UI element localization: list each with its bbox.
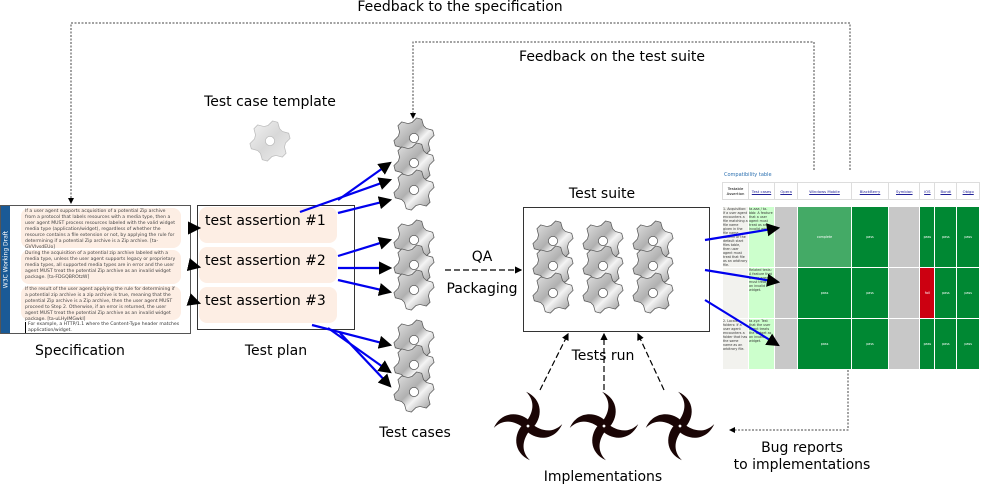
w3c-band-label: W3C Working Draft [2, 230, 10, 289]
compat-header[interactable]: Opera [773, 182, 799, 200]
feedback-spec-label: Feedback to the specification [357, 0, 562, 15]
result-cell: pass [919, 206, 936, 268]
assertion-cell [722, 267, 749, 319]
compat-header[interactable]: Symbian [888, 182, 921, 200]
result-cell: pass [850, 318, 890, 370]
test-plan-label: Test plan [244, 343, 307, 359]
test-cases-label: Test cases [378, 425, 451, 441]
tests-run-label: Tests run [571, 348, 635, 364]
spec-example: For example, a HTTP/1.1 where the Conten… [25, 322, 190, 333]
result-cell: pass [919, 318, 936, 370]
spec-paragraph-2: During the acquisition of a potential zi… [21, 250, 181, 284]
result-cell: pass [850, 267, 890, 319]
bug-reports-label-2: to implementations [734, 457, 871, 473]
feedback-suite-arrow [410, 41, 815, 170]
result-cell: pass [934, 267, 958, 319]
implementation-1-icon [493, 391, 563, 461]
qa-label: QA [472, 249, 493, 265]
compat-header[interactable]: Bondi [934, 182, 958, 200]
specification-label: Specification [35, 343, 125, 359]
feedback-spec-arrow [68, 22, 851, 204]
test-suite-label: Test suite [568, 186, 635, 202]
result-cell: pass [956, 206, 980, 268]
implementations-label: Implementations [544, 469, 662, 484]
result-cell: pass [797, 267, 852, 319]
tests-cell: Related tests: A feature that a user age… [748, 267, 775, 319]
specification-document: W3C Working Draft If a user agent suppor… [0, 205, 191, 334]
tests-cell: ta-aaa / ta-bbb: A feature that a user a… [748, 206, 775, 268]
assertion-cell: 1. Acquisition: If a user agent encounte… [722, 206, 749, 268]
result-cell: pass [956, 318, 980, 370]
compat-row: Related tests: A feature that a user age… [722, 267, 980, 319]
tests-run-arrow-3 [637, 332, 665, 391]
compat-header: Testable Assertion [722, 182, 749, 200]
result-cell: pass [956, 267, 980, 319]
compat-row: 2. Locale folders: If a user agent encou… [722, 318, 980, 370]
result-cell [773, 206, 799, 268]
result-cell [773, 318, 799, 370]
compat-header[interactable]: Obigo [956, 182, 980, 200]
feedback-suite-label: Feedback on the test suite [519, 49, 705, 65]
test-suite-box [523, 207, 710, 332]
result-cell: fail [919, 267, 936, 319]
compat-header[interactable]: BlackBerry [850, 182, 890, 200]
test-cases-gears [393, 117, 435, 413]
result-cell: pass [850, 206, 890, 268]
test-assertion-1: test assertion #1 [199, 207, 337, 243]
compat-title: Compatibility table [724, 172, 772, 178]
implementation-3-icon [645, 391, 715, 461]
spec-paragraph-1: If a user agent supports acquisition of … [21, 208, 181, 250]
compat-row: 1. Acquisition: If a user agent encounte… [722, 206, 980, 268]
result-cell: pass [797, 318, 852, 370]
packaging-label: Packaging [446, 281, 517, 297]
template-gear-icon [249, 120, 291, 162]
result-cell [773, 267, 799, 319]
bug-report-arrow [729, 370, 849, 433]
compat-header[interactable]: Windows Mobile [797, 182, 852, 200]
bug-reports-label: Bug reports [761, 440, 843, 456]
w3c-band: W3C Working Draft [1, 206, 10, 333]
result-cell: pass [934, 206, 958, 268]
tests-cell: ta-xyz: Test that the user agent treats … [748, 318, 775, 370]
test-suite-gears [532, 220, 674, 314]
assertion-cell: 2. Locale folders: If a user agent encou… [722, 318, 749, 370]
spec-paragraph-3: If the result of the user agent applying… [21, 286, 181, 322]
test-assertion-2: test assertion #2 [199, 247, 337, 283]
test-assertion-3: test assertion #3 [199, 287, 337, 323]
result-cell [888, 318, 921, 370]
compat-header[interactable]: iOS [919, 182, 936, 200]
compat-summary: User Agent 45/50 i.e. 90% coverage, 147 … [722, 199, 980, 207]
result-cell: complete [797, 206, 852, 268]
result-cell: pass [934, 318, 958, 370]
result-cell [888, 267, 921, 319]
tests-run-arrow-1 [539, 332, 569, 391]
compat-header[interactable]: Test cases [748, 182, 775, 200]
template-label: Test case template [203, 94, 336, 110]
implementation-2-icon [569, 391, 639, 461]
result-cell [888, 206, 921, 268]
